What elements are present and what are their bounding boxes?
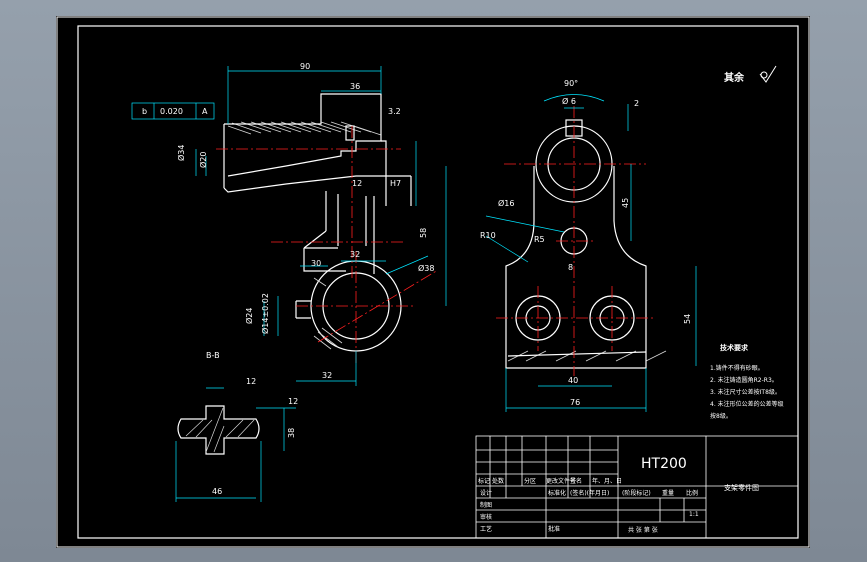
rest-finish: 其余 — [724, 65, 777, 84]
dim-32-bottom: 32 — [322, 371, 332, 380]
dim-32: 32 — [350, 250, 360, 259]
dim-dia14: Ø14±0.02 — [260, 293, 270, 334]
front-view: 90 36 3.2 12 Ø34 Ø20 H7 58 30 32 Ø38 Ø24… — [131, 62, 447, 386]
tol-section: b — [142, 107, 147, 116]
dim-8: 8 — [568, 263, 573, 272]
tech-requirements: 技术要求 1.铸件不得有砂眼。 2. 未注铸造圆角R2-R3。 3. 未注尺寸公… — [710, 343, 784, 420]
hdr-qty: 处数 — [492, 477, 504, 485]
dim-sec-12b: 12 — [288, 397, 298, 406]
dim-r5: R5 — [534, 235, 545, 244]
dim-dia16: Ø16 — [498, 198, 514, 208]
hdr-sign: 签名 — [570, 477, 582, 485]
dim-sec-46: 46 — [212, 487, 222, 496]
tech-line-3: 3. 未注尺寸公差按IT8级。 — [710, 388, 781, 396]
hdr-docno: 更改文件号 — [546, 477, 576, 485]
dim-dia6: Ø 6 — [562, 96, 576, 106]
row-design: 设计 — [480, 489, 492, 497]
tech-title: 技术要求 — [720, 343, 749, 352]
dim-90: 90 — [300, 62, 310, 71]
frame — [56, 16, 810, 548]
dim-2: 2 — [634, 99, 639, 108]
weight: 重量 — [662, 489, 674, 497]
row-review: 审核 — [480, 513, 492, 521]
dim-r10: R10 — [480, 231, 496, 240]
hdr-mark: 标记 — [478, 477, 490, 485]
dim-76: 76 — [570, 398, 580, 407]
dim-sec-38: 38 — [287, 428, 296, 438]
row-draw: 制图 — [480, 501, 492, 509]
tol-value: 0.020 — [160, 107, 183, 116]
dim-58: 58 — [419, 228, 428, 238]
dim-54: 54 — [683, 314, 692, 324]
scale-value: 1:1 — [689, 511, 699, 518]
dim-12: 12 — [352, 179, 362, 188]
rest-label: 其余 — [724, 71, 745, 84]
tech-line-1: 1.铸件不得有砂眼。 — [710, 364, 764, 372]
dim-h7: H7 — [390, 179, 401, 188]
scale: 比例 — [686, 489, 698, 497]
drawing-canvas: 90 36 3.2 12 Ø34 Ø20 H7 58 30 32 Ø38 Ø24… — [56, 16, 810, 548]
sheets: 共 张 第 张 — [628, 526, 658, 534]
dim-dia38: Ø38 — [418, 263, 434, 273]
dim-dia20: Ø20 — [198, 152, 208, 168]
side-view: 90° Ø 6 2 Ø16 R10 R5 45 54 40 76 8 — [480, 79, 697, 412]
dim-sec-12a: 12 — [246, 377, 256, 386]
dim-dia34: Ø34 — [176, 145, 186, 161]
dim-36: 36 — [350, 82, 360, 91]
row-approve: 批准 — [548, 525, 560, 533]
tech-line-2: 2. 未注铸造圆角R2-R3。 — [710, 376, 778, 384]
dim-90deg: 90° — [564, 79, 578, 88]
dim-30: 30 — [311, 259, 321, 268]
hdr-date: 年、月、日 — [592, 477, 622, 485]
section-view: B-B 12 12 38 46 — [175, 351, 298, 502]
drawing-sheet: 90 36 3.2 12 Ø34 Ø20 H7 58 30 32 Ø38 Ø24… — [56, 16, 810, 548]
row-sign-date: (签名)(年月日) — [570, 489, 609, 497]
hdr-zone: 分区 — [524, 477, 536, 485]
material: HT200 — [641, 456, 687, 472]
row-std: 标准化 — [548, 489, 566, 497]
row-craft: 工艺 — [480, 525, 492, 533]
tech-line-4: 4. 未注形位公差的公差等级 — [710, 400, 784, 408]
dim-40: 40 — [568, 376, 578, 385]
stage: (阶段标记) — [622, 489, 651, 497]
tol-datum: A — [202, 107, 208, 116]
dim-3-2: 3.2 — [388, 107, 401, 116]
dim-dia24: Ø24 — [244, 308, 254, 324]
part-name: 支架零件图 — [724, 483, 759, 492]
tech-line-5: 按8级。 — [710, 412, 732, 420]
section-label: B-B — [206, 351, 220, 360]
dim-45: 45 — [621, 198, 630, 208]
title-block: HT200 支架零件图 标记 处数 分区 更改文件号 签名 年、月、日 设计 标… — [475, 435, 799, 539]
